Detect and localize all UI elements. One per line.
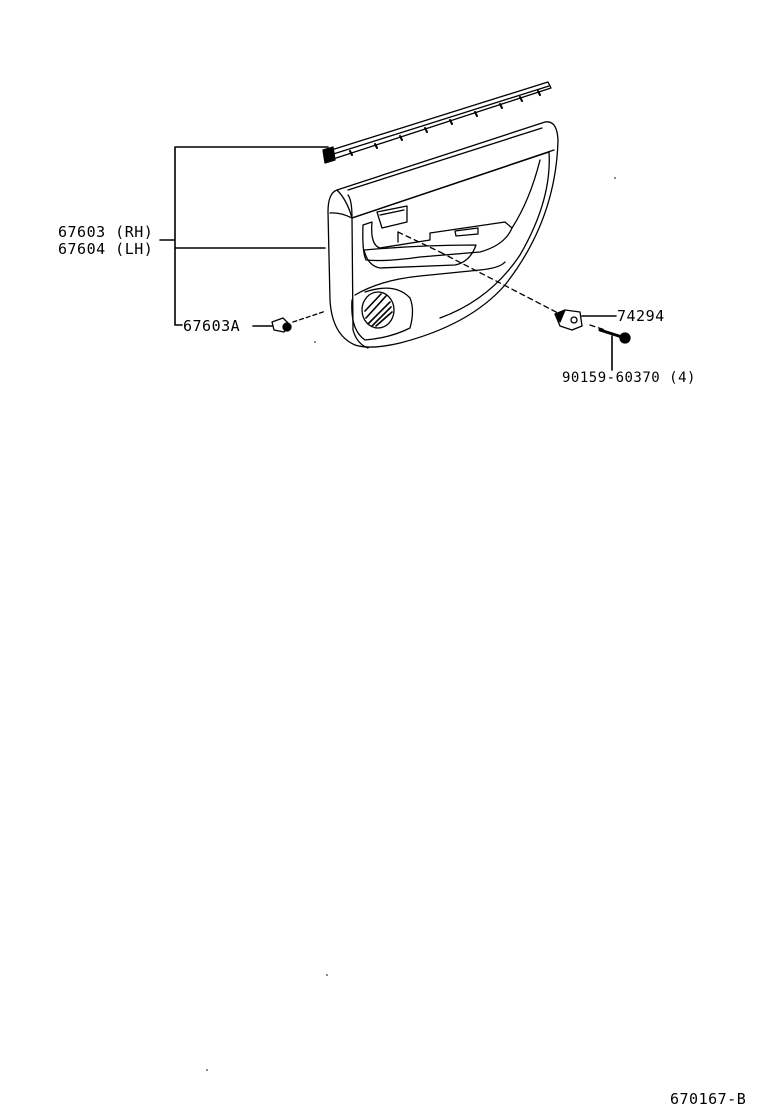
- part-label-67603-rh: 67603 (RH): [58, 223, 154, 241]
- part-label-67603a: 67603A: [183, 317, 241, 335]
- clip-icon: [252, 317, 292, 333]
- belt-molding: [322, 81, 552, 164]
- door-trim-panel: [327, 121, 559, 349]
- leader-bracket: [159, 146, 329, 326]
- clip-dashed-line: [292, 310, 327, 323]
- bracket-dashed-line: [397, 231, 606, 331]
- part-label-90159-60370: 90159-60370 (4): [562, 370, 696, 386]
- screw-icon: [598, 328, 631, 371]
- part-label-67604-lh: 67604 (LH): [58, 240, 154, 258]
- bracket-part-icon: [554, 309, 617, 331]
- part-label-74294: 74294: [617, 307, 665, 325]
- figure-code: 670167-B: [670, 1090, 747, 1108]
